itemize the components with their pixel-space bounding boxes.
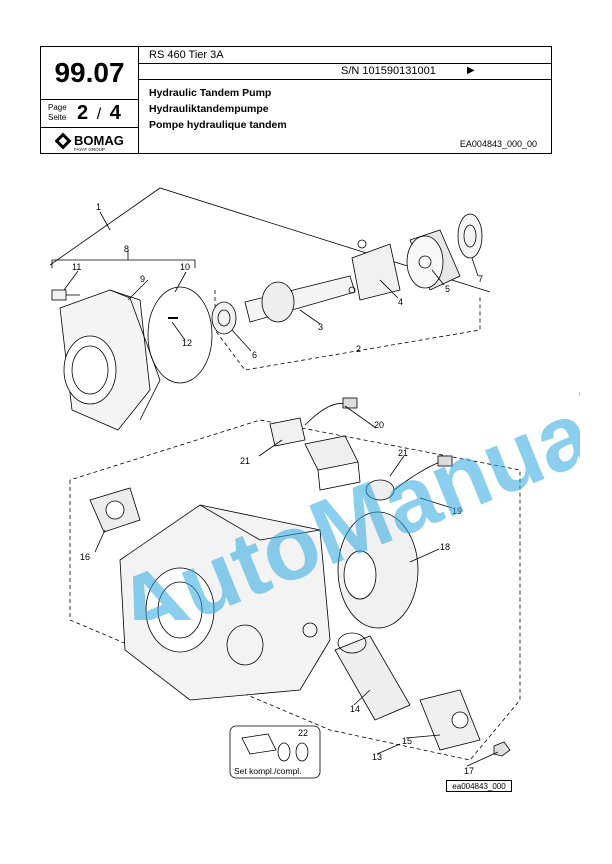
callout-18: 18 (440, 542, 450, 552)
callout-20: 20 (374, 420, 384, 430)
callout-9: 9 (140, 274, 145, 284)
callout-15: 15 (402, 736, 412, 746)
page-label-en: Page (48, 103, 67, 112)
callout-21b: 21 (398, 448, 408, 458)
bomag-logo-icon: BOMAG FAYAT GROUP (54, 132, 124, 152)
callout-1: 1 (96, 202, 101, 212)
set-label: Set kompl./compl. (234, 766, 302, 776)
pump-cover-icon (419, 689, 481, 751)
title-french: Pompe hydraulique tandem (149, 119, 287, 131)
tandem-pump-icon (334, 632, 411, 721)
svg-text:FAYAT GROUP: FAYAT GROUP (74, 147, 105, 152)
valve-block-icon (304, 435, 361, 491)
serial-arrow-icon: ▶ (467, 65, 475, 76)
callout-19: 19 (452, 506, 462, 516)
page-total: 4 (109, 102, 121, 124)
seal-kit-icon (229, 725, 321, 779)
header-rule (41, 99, 138, 100)
header-rule (41, 127, 138, 128)
pump-housing-icon (119, 504, 331, 701)
callout-11: 11 (72, 262, 81, 272)
sensor-icon (269, 397, 358, 447)
callout-6: 6 (252, 350, 257, 360)
swash-plate-icon (348, 239, 401, 301)
serial-number: S/N 101590131001 (341, 65, 436, 77)
drive-shaft-icon (244, 275, 356, 323)
callout-5: 5 (445, 284, 450, 294)
title-german: Hydrauliktandempumpe (149, 103, 269, 115)
callout-8: 8 (124, 244, 129, 254)
connector-icon (365, 455, 453, 501)
callout-4: 4 (398, 297, 403, 307)
header-table: RS 460 Tier 3A S/N 101590131001 ▶ 99.07 … (40, 46, 552, 154)
callout-16: 16 (80, 552, 90, 562)
cylinder-block-icon (406, 229, 461, 291)
callout-12: 12 (182, 338, 192, 348)
o-ring-icon (147, 286, 213, 384)
page-number: 2 / 4 (77, 102, 121, 125)
group-number: 99.07 (54, 57, 125, 88)
callout-2: 2 (356, 344, 361, 354)
title-english: Hydraulic Tandem Pump (149, 87, 272, 99)
end-plate-icon (337, 511, 419, 629)
callout-22: 22 (298, 728, 308, 738)
header-divider (138, 47, 139, 153)
callout-7: 7 (478, 274, 483, 284)
page-label-de: Seite (48, 113, 67, 122)
bearing-icon (211, 301, 237, 335)
page-label: Page Seite (48, 103, 67, 123)
callout-21: 21 (240, 456, 250, 466)
callout-14: 14 (350, 704, 360, 714)
page-current: 2 (77, 102, 89, 124)
svg-text:BOMAG: BOMAG (74, 133, 124, 148)
nut-icon (493, 741, 511, 757)
drawing-reference: EA004843_000_00 (459, 139, 537, 149)
callout-13: 13 (372, 752, 382, 762)
housing-cover-icon (59, 289, 161, 431)
bolt-icon (51, 289, 80, 301)
flange-icon (89, 487, 141, 533)
callout-3: 3 (318, 322, 323, 332)
model-name: RS 460 Tier 3A (149, 49, 224, 61)
callout-10: 10 (180, 262, 190, 272)
bomag-logo: BOMAG FAYAT GROUP (54, 132, 129, 157)
header-rule (138, 63, 551, 64)
valve-plate-icon (457, 213, 483, 259)
callout-17: 17 (464, 766, 474, 776)
page-separator: / (96, 106, 102, 123)
header-rule (138, 79, 551, 80)
image-reference: ea004843_000 (446, 780, 512, 792)
